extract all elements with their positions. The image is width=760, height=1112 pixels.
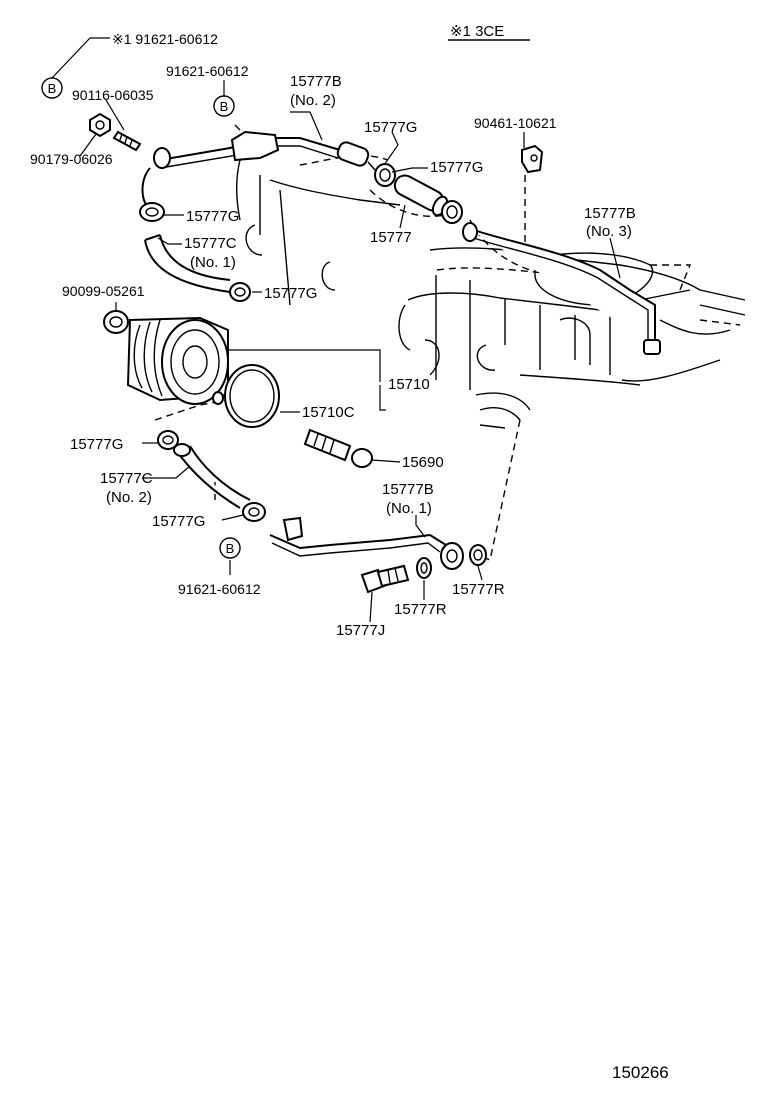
label-15777g-1: 15777G [364, 119, 417, 136]
label-90179: 90179-06026 [30, 151, 113, 167]
pipe-15777b-no1 [269, 516, 464, 570]
label-91621-top: ※1 91621-60612 [112, 31, 218, 47]
badge-b-mid: B [213, 95, 235, 117]
clamp-15777g-lower-1 [157, 430, 179, 450]
label-15777j: 15777J [336, 622, 385, 639]
hose-15777 [393, 174, 449, 217]
label-90116: 90116-06035 [72, 87, 154, 103]
clip-90461-10621 [521, 144, 544, 174]
svg-text:B: B [226, 541, 235, 556]
diagram-code: 150266 [612, 1063, 669, 1082]
label-15777b-no3-sub: (No. 3) [586, 223, 632, 240]
nut-90179 [89, 112, 111, 138]
label-91621-bot: 91621-60612 [178, 581, 261, 597]
part-labels: ※1 91621-60612 90116-06035 90179-06026 9… [30, 31, 636, 639]
hose-15777c-no1 [141, 167, 231, 293]
union-bolt-15777j [360, 564, 410, 594]
label-15710: 15710 [388, 376, 430, 393]
label-15777r-2: 15777R [394, 601, 447, 618]
engine-block-outline [235, 159, 746, 429]
pipe-15777b-no2 [153, 130, 370, 169]
label-15777c-no1: 15777C [184, 235, 237, 252]
clamp-15777g-lower-2 [242, 502, 266, 522]
pipe-15777b-no3 [462, 222, 661, 355]
nut-90099 [103, 310, 129, 334]
washer-15777r-1 [416, 557, 432, 579]
label-15777c-no2: 15777C [100, 470, 153, 487]
clamp-15777g-upper-1 [367, 161, 396, 187]
label-15777b-no1-sub: (No. 1) [386, 500, 432, 517]
label-15777r-1: 15777R [452, 581, 505, 598]
svg-text:B: B [48, 81, 57, 96]
label-15777b-no2-sub: (No. 2) [290, 92, 336, 109]
label-15777g-5: 15777G [70, 436, 123, 453]
label-15777b-no3: 15777B [584, 205, 636, 222]
label-15690: 15690 [402, 454, 444, 471]
leader-lines [51, 37, 621, 623]
oil-cooler-15710 [126, 316, 229, 405]
label-15777c-no1-sub: (No. 1) [190, 254, 236, 271]
label-15777g-3: 15777G [186, 208, 239, 225]
washer-15777r-2 [469, 544, 487, 566]
o-ring-15710c [224, 364, 280, 428]
label-15777g-4: 15777G [264, 285, 317, 302]
label-15777b-no2: 15777B [290, 73, 342, 90]
header-note: ※1 3CE [450, 23, 504, 40]
clamp-15777g-upper-2 [441, 200, 463, 224]
label-15777g-6: 15777G [152, 513, 205, 530]
label-15777g-2: 15777G [430, 159, 483, 176]
label-15777: 15777 [370, 229, 412, 246]
label-90461: 90461-10621 [474, 115, 557, 131]
hose-15777c-no2 [173, 443, 251, 509]
stud-90116 [112, 130, 142, 152]
label-15777b-no1: 15777B [382, 481, 434, 498]
clamp-15777g-left-2 [229, 282, 251, 302]
valve-15690 [303, 428, 373, 468]
label-91621-mid: 91621-60612 [166, 63, 249, 79]
clamp-15777g-left-1 [139, 202, 165, 222]
badge-b-bottom: B [219, 537, 241, 559]
label-15777c-no2-sub: (No. 2) [106, 489, 152, 506]
label-90099: 90099-05261 [62, 283, 145, 299]
svg-text:B: B [220, 99, 229, 114]
label-15710c: 15710C [302, 404, 355, 421]
badge-b-top: B [41, 77, 63, 99]
